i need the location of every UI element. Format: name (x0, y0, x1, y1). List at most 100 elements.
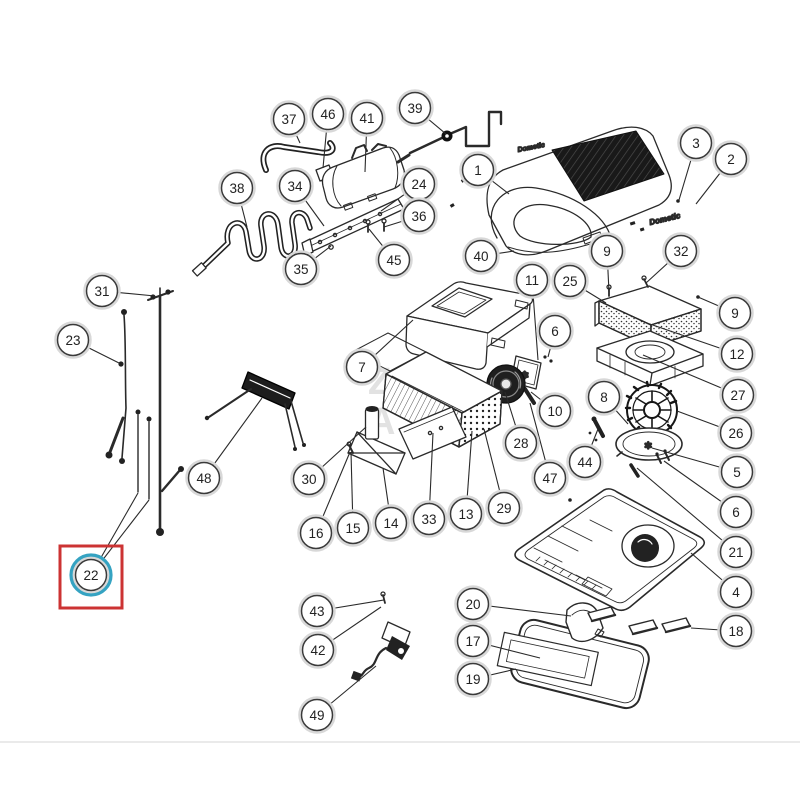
balloon-halo (454, 622, 492, 660)
balloon-halo (83, 272, 121, 310)
balloon-circle (553, 264, 587, 298)
balloon-circle (311, 97, 345, 131)
balloon-number: 17 (465, 634, 480, 649)
balloon-circle (336, 511, 370, 545)
balloon-halo (718, 453, 756, 491)
parts-artwork: Dometic Dometic (105, 110, 706, 710)
balloon-number: 46 (320, 107, 335, 122)
balloon-19: 19 (454, 660, 492, 698)
balloon-halo (54, 321, 92, 359)
balloon-16: 16 (297, 514, 335, 552)
balloon-circle (456, 662, 490, 696)
balloon-halo (282, 250, 320, 288)
balloon-number: 31 (94, 284, 109, 299)
balloon-circle (590, 234, 624, 268)
balloon-30: 30 (290, 460, 328, 498)
balloon-number: 4 (732, 585, 740, 600)
balloon-12: 12 (718, 335, 756, 373)
balloon-29: 29 (485, 489, 523, 527)
balloon-halo (299, 631, 337, 669)
balloon-number: 44 (577, 455, 593, 470)
balloon-number: 16 (308, 526, 323, 541)
balloon-13: 13 (447, 495, 485, 533)
balloon-circle (412, 502, 446, 536)
balloon-6-top: 6 (536, 312, 574, 350)
balloon-halo (348, 99, 386, 137)
balloon-26: 26 (717, 414, 755, 452)
balloon-number: 40 (473, 249, 488, 264)
balloon-number: 14 (383, 516, 399, 531)
balloon-halo (343, 348, 381, 386)
balloon-halo (588, 232, 626, 270)
balloon-halo (712, 140, 750, 178)
part-sensor-probe-47 (523, 387, 536, 405)
balloon-number: 32 (673, 244, 688, 259)
part-drain-bracket-48 (204, 371, 306, 451)
balloon-halo (454, 660, 492, 698)
balloon-halo (485, 489, 523, 527)
balloon-37: 37 (270, 100, 308, 138)
part-condenser-pan-27 (596, 330, 704, 386)
balloon-circle (374, 506, 408, 540)
balloon-number: 48 (196, 471, 211, 486)
balloon-halo (717, 533, 755, 571)
balloon-number: 22 (83, 568, 98, 583)
part-condenser-tube-38 (191, 209, 313, 277)
highlight-ring (69, 553, 113, 597)
balloon-9-left: 9 (588, 232, 626, 270)
balloon-number: 1 (474, 163, 482, 178)
balloon-halo (513, 261, 551, 299)
balloon-45: 45 (375, 241, 413, 279)
balloon-38: 38 (218, 169, 256, 207)
balloon-25: 25 (551, 262, 589, 300)
balloon-circle (398, 91, 432, 125)
balloon-halo (717, 414, 755, 452)
balloon-number: 23 (65, 333, 80, 348)
balloon-number: 20 (465, 597, 480, 612)
balloon-47: 47 (531, 459, 569, 497)
balloon-5: 5 (718, 453, 756, 491)
balloon-35: 35 (282, 250, 320, 288)
balloon-number: 37 (281, 112, 296, 127)
balloon-halo (536, 392, 574, 430)
balloon-number: 6 (551, 324, 559, 339)
balloon-number: 25 (562, 274, 577, 289)
balloon-number: 2 (727, 152, 735, 167)
balloon-circle (299, 516, 333, 550)
balloon-17: 17 (454, 622, 492, 660)
balloon-circle (714, 142, 748, 176)
balloon-circle (456, 587, 490, 621)
balloon-46: 46 (309, 95, 347, 133)
balloon-number: 6 (732, 505, 740, 520)
balloon-circle (300, 698, 334, 732)
balloon-circle (538, 394, 572, 428)
balloon-halo (218, 169, 256, 207)
part-duct-plate-17 (496, 631, 599, 687)
balloon-number: 12 (729, 347, 744, 362)
balloon-number: 49 (309, 708, 324, 723)
balloon-circle (377, 243, 411, 277)
part-duct-divider-20 (565, 602, 605, 643)
balloon-number: 33 (421, 512, 436, 527)
balloon-number: 26 (728, 426, 743, 441)
balloon-circle (284, 252, 318, 286)
balloon-number: 8 (600, 390, 608, 405)
balloon-circle (350, 101, 384, 135)
balloon-halo (298, 592, 336, 630)
balloon-number: 35 (293, 262, 308, 277)
balloon-number: 3 (692, 136, 700, 151)
balloon-halo (334, 509, 372, 547)
fan-hub-icon: ✻ (644, 441, 652, 452)
balloon-halo (459, 151, 497, 189)
balloon-circle (664, 234, 698, 268)
brand-decal-side: Dometic (648, 211, 681, 227)
balloon-9-right: 9 (716, 294, 754, 332)
balloon-6-bottom: 6 (717, 493, 755, 531)
balloon-circle (533, 461, 567, 495)
balloon-22: 22 (72, 556, 110, 594)
balloon-halo (719, 376, 757, 414)
part-tube-37 (260, 140, 336, 173)
balloon-circle (721, 378, 755, 412)
balloon-circle (272, 102, 306, 136)
